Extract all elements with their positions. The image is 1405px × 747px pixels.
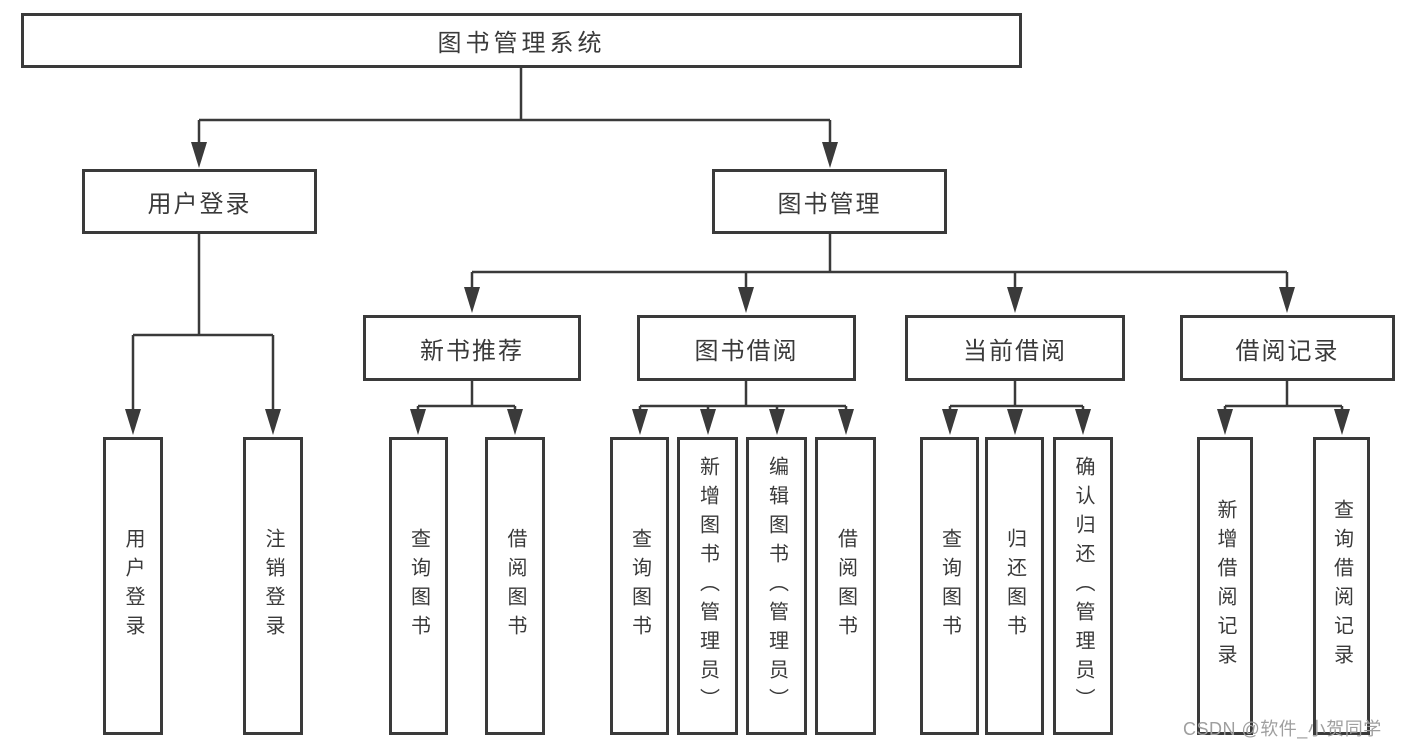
- leaf-query-borrow-record-label: 查询借阅记录: [1330, 499, 1353, 673]
- connector-root-to-level2: [191, 68, 838, 168]
- connector-current-to-leaves: [942, 381, 1091, 435]
- connector-newbook-to-leaves: [410, 381, 523, 435]
- leaf-query-books-label: 查询图书: [628, 528, 651, 644]
- leaf-add-borrow-record-label: 新增借阅记录: [1214, 499, 1236, 673]
- leaf-borrow-books-label: 借阅图书: [834, 528, 857, 644]
- leaf-logout-label: 注销登录: [262, 528, 284, 644]
- leaf-query-books-label: 查询图书: [938, 528, 961, 644]
- node-new-book-recommend-label: 新书推荐: [420, 337, 524, 365]
- leaf-user-login-label: 用户登录: [122, 528, 144, 644]
- node-current-borrowing-label: 当前借阅: [963, 337, 1067, 365]
- node-book-borrowing: 图书借阅: [637, 315, 856, 381]
- connector-login-to-leaves: [125, 234, 281, 435]
- node-library-system-label: 图书管理系统: [437, 30, 606, 57]
- leaf-logout: 注销登录: [243, 437, 303, 735]
- node-new-book-recommend: 新书推荐: [363, 315, 581, 381]
- connector-record-to-leaves: [1217, 381, 1350, 435]
- node-book-borrowing-label: 图书借阅: [694, 337, 799, 365]
- leaf-add-books-admin-label: 新增图书（管理员）: [696, 455, 719, 717]
- leaf-return-books: 归还图书: [985, 437, 1044, 735]
- node-user-login-label: 用户登录: [147, 191, 252, 218]
- node-user-login: 用户登录: [82, 169, 317, 234]
- leaf-query-books: 查询图书: [610, 437, 669, 735]
- leaf-borrow-books-label: 借阅图书: [504, 528, 526, 644]
- connector-mgmt-to-level3: [464, 234, 1295, 313]
- leaf-add-borrow-record: 新增借阅记录: [1197, 437, 1253, 735]
- leaf-borrow-books: 借阅图书: [485, 437, 545, 735]
- leaf-return-books-label: 归还图书: [1003, 528, 1026, 644]
- leaf-edit-books-admin-label: 编辑图书（管理员）: [765, 455, 788, 717]
- connector-borrow-to-leaves: [632, 381, 854, 435]
- leaf-user-login: 用户登录: [103, 437, 163, 735]
- leaf-query-books: 查询图书: [389, 437, 448, 735]
- node-borrowing-records-label: 借阅记录: [1235, 337, 1340, 365]
- node-borrowing-records: 借阅记录: [1180, 315, 1395, 381]
- leaf-query-books: 查询图书: [920, 437, 979, 735]
- node-book-management-label: 图书管理: [777, 191, 882, 218]
- leaf-query-books-label: 查询图书: [407, 528, 430, 644]
- leaf-edit-books-admin: 编辑图书（管理员）: [746, 437, 807, 735]
- leaf-confirm-return-admin-label: 确认归还（管理员）: [1072, 455, 1094, 717]
- leaf-borrow-books: 借阅图书: [815, 437, 876, 735]
- node-book-management: 图书管理: [712, 169, 947, 234]
- node-library-system: 图书管理系统: [21, 13, 1022, 68]
- node-current-borrowing: 当前借阅: [905, 315, 1125, 381]
- csdn-watermark: CSDN @软件_小贺同学: [1183, 719, 1382, 739]
- leaf-add-books-admin: 新增图书（管理员）: [677, 437, 738, 735]
- leaf-query-borrow-record: 查询借阅记录: [1313, 437, 1370, 735]
- leaf-confirm-return-admin: 确认归还（管理员）: [1053, 437, 1113, 735]
